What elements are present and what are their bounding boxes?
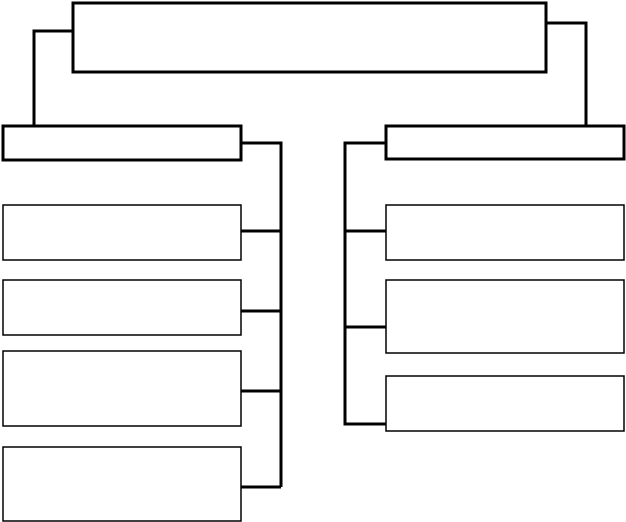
right-child-1	[385, 204, 625, 261]
right-child-2	[385, 279, 625, 354]
left-child-1	[2, 204, 242, 261]
left-spine	[241, 141, 283, 487]
left-child-2-box	[2, 279, 242, 336]
right-child-2-box	[385, 279, 625, 354]
right-spine	[343, 141, 386, 426]
right-child-3	[385, 375, 625, 432]
left-child-1-box	[2, 204, 242, 261]
left-child-4-box	[2, 446, 242, 522]
left-child-2	[2, 279, 242, 336]
root-right-connector	[546, 21, 588, 126]
left-branch-node	[1, 124, 243, 162]
left-child-4	[2, 446, 242, 522]
root-left-connector	[32, 29, 73, 126]
root-node	[71, 1, 548, 74]
right-branch-box	[384, 124, 626, 161]
right-child-1-box	[385, 204, 625, 261]
right-branch-node	[384, 124, 626, 161]
root-box	[71, 1, 548, 74]
left-child-3	[2, 350, 242, 427]
right-child-3-box	[385, 375, 625, 432]
left-child-3-box	[2, 350, 242, 427]
left-branch-box	[1, 124, 243, 162]
